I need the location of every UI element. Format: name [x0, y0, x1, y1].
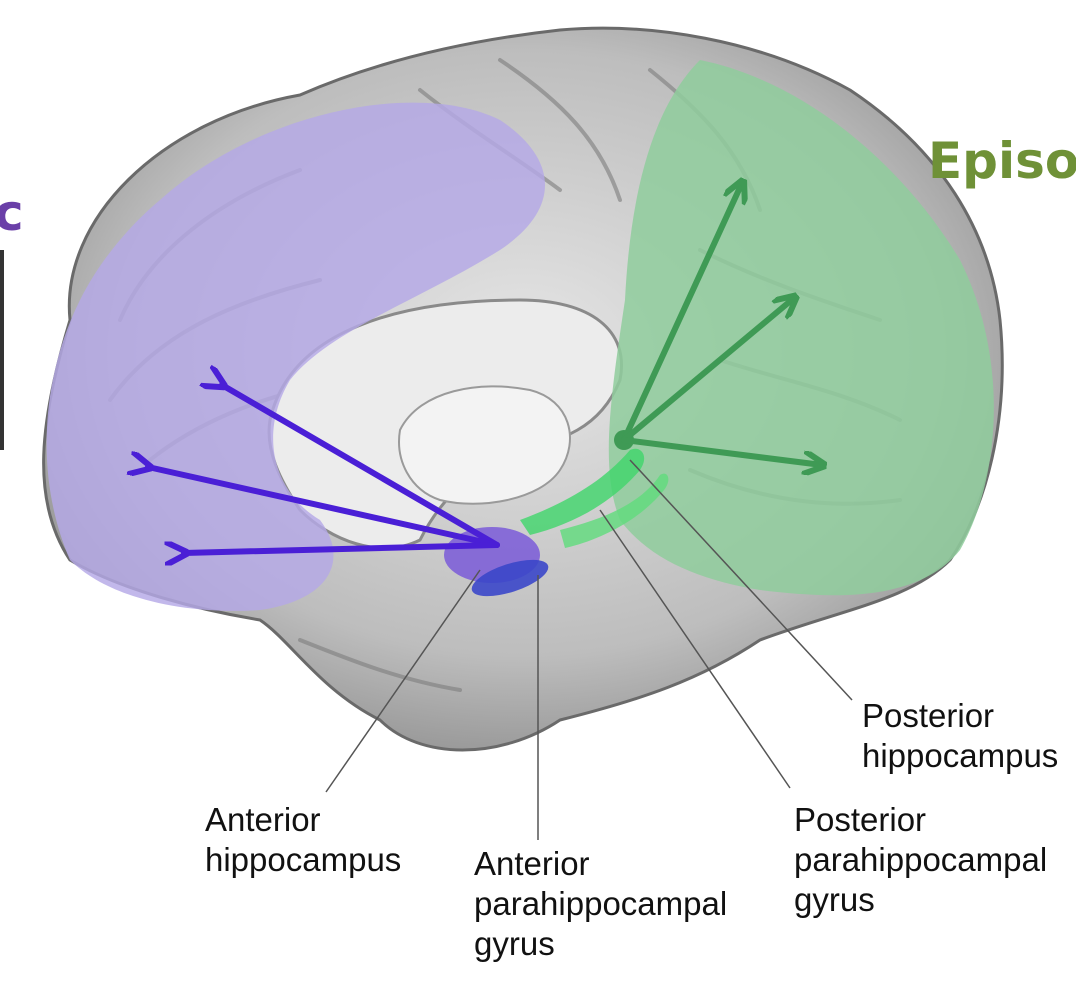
- label-anterior-hippocampus: Anterior hippocampus: [205, 800, 401, 880]
- thalamus: [399, 386, 570, 503]
- label-posterior-hippocampus: Posterior hippocampus: [862, 696, 1058, 776]
- label-anterior-parahippocampal-gyrus: Anterior parahippocampal gyrus: [474, 844, 727, 964]
- left-header-text: c: [0, 188, 24, 238]
- right-header-text: Episo: [928, 136, 1076, 186]
- label-posterior-parahippocampal-gyrus: Posterior parahippocampal gyrus: [794, 800, 1047, 920]
- left-edge-bar: [0, 250, 4, 450]
